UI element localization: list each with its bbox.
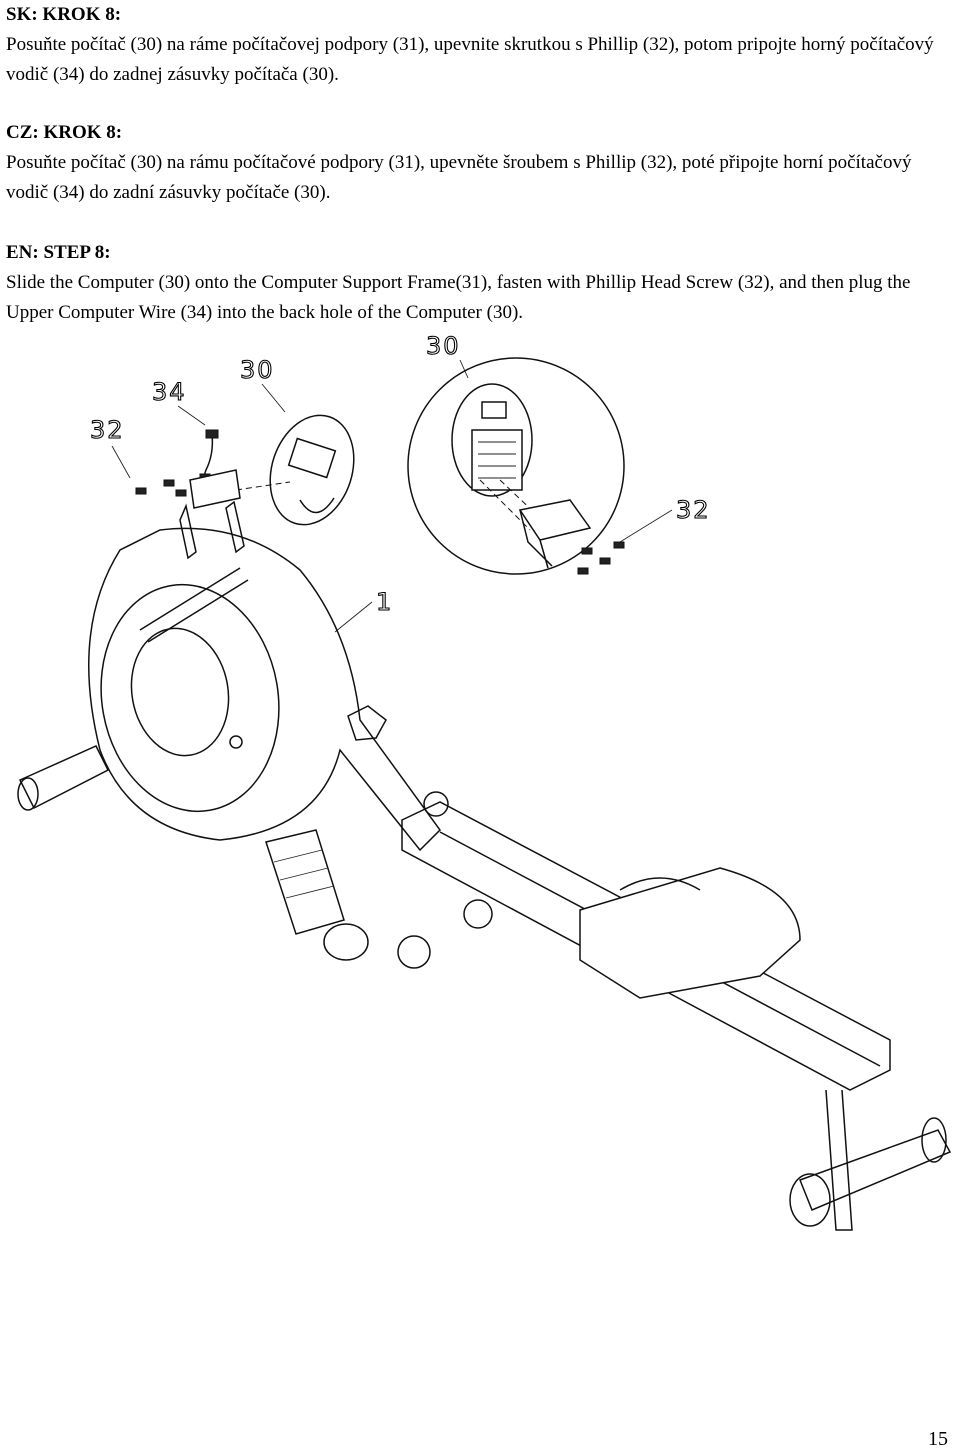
wire-and-screws bbox=[135, 429, 291, 509]
rower-body bbox=[17, 500, 493, 969]
section-heading-cz: CZ: KROK 8: bbox=[6, 122, 123, 143]
section-body-cz: Posuňte počítač (30) na rámu počítačové … bbox=[6, 152, 912, 203]
section-en: EN: STEP 8: Slide the Computer (30) onto… bbox=[6, 238, 950, 328]
computer-console bbox=[269, 414, 355, 526]
rail-and-seat bbox=[401, 791, 952, 1231]
assembly-diagram: 30 30 34 32 32 1 bbox=[17, 331, 952, 1231]
label-30-main: 30 bbox=[240, 356, 275, 384]
detail-magnifier bbox=[407, 357, 625, 575]
section-cz: CZ: KROK 8: Posuňte počítač (30) na rámu… bbox=[6, 118, 950, 208]
section-heading-sk: SK: KROK 8: bbox=[6, 4, 122, 25]
label-34: 34 bbox=[152, 378, 187, 406]
label-30-detail: 30 bbox=[426, 332, 461, 360]
section-heading-en: EN: STEP 8: bbox=[6, 242, 111, 263]
section-body-sk: Posuňte počítač (30) na ráme počítačovej… bbox=[6, 34, 934, 85]
label-32-main: 32 bbox=[90, 416, 125, 444]
label-32-detail: 32 bbox=[676, 496, 711, 524]
label-1: 1 bbox=[376, 588, 393, 616]
leader-lines bbox=[111, 359, 673, 633]
page-number: 15 bbox=[928, 1428, 948, 1450]
section-sk: SK: KROK 8: Posuňte počítač (30) na ráme… bbox=[6, 0, 950, 90]
section-body-en: Slide the Computer (30) onto the Compute… bbox=[6, 272, 911, 323]
